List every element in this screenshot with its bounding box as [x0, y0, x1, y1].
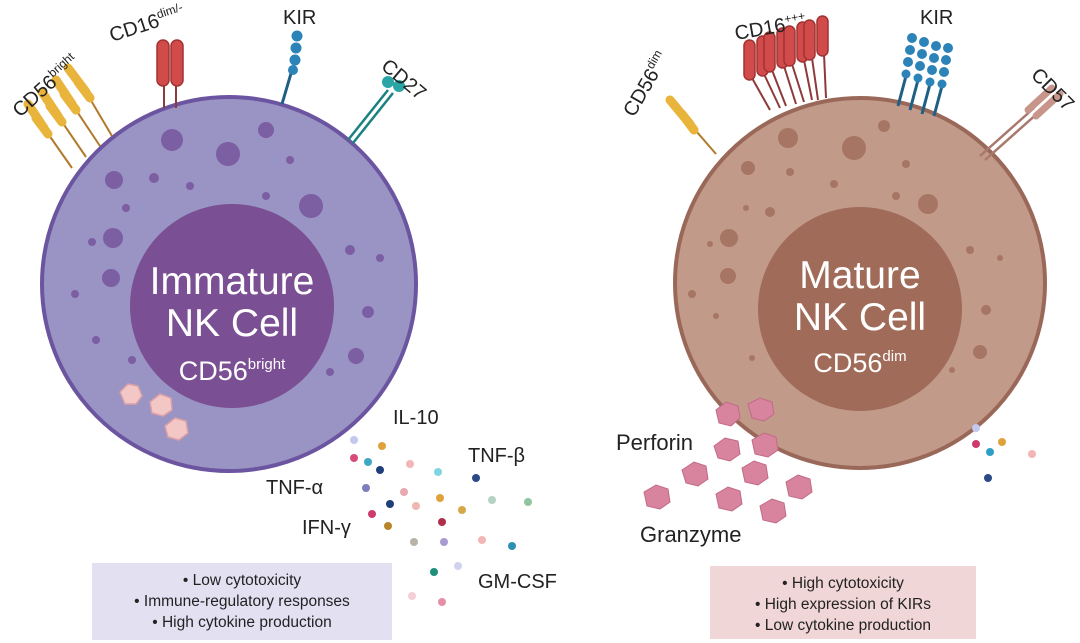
cd16-dim-receptor: [156, 39, 184, 108]
mature-summary-box: High cytotoxicity High expression of KIR…: [710, 566, 976, 639]
il10-label: IL-10: [393, 407, 439, 429]
kir-left-label: KIR: [283, 7, 316, 29]
kir-right-label: KIR: [920, 7, 953, 29]
mature-summary-item: Low cytokine production: [710, 615, 976, 636]
immature-cell-title-line1: Immature: [150, 260, 315, 303]
immature-summary-item: Low cytotoxicity: [92, 570, 392, 591]
cd27-receptor: [347, 76, 405, 144]
immature-cell-nucleus: [130, 204, 334, 408]
mature-cell-title-line2: NK Cell: [794, 296, 926, 339]
cd56-bright-receptors: [23, 63, 113, 169]
mature-cell-granules: [688, 120, 1003, 373]
mature-cell-nucleus: [758, 207, 962, 411]
mature-cell: Mature NK Cell CD56dim: [673, 96, 1047, 470]
immature-cell-granules: [71, 122, 384, 376]
kir-left-receptor: [280, 30, 303, 105]
cd56-dim-label: CD56dim: [618, 47, 674, 120]
mature-cytokine-dots: [972, 424, 1036, 482]
cd16-high-receptors: [743, 15, 829, 111]
mature-summary-item: High expression of KIRs: [710, 594, 976, 615]
cd57-receptor: [979, 84, 1064, 161]
immature-summary-item: Immune-regulatory responses: [92, 591, 392, 612]
perforin-label: Perforin: [616, 430, 693, 455]
mature-summary-item: High cytotoxicity: [710, 573, 976, 594]
cytokine-dots: [350, 436, 532, 606]
kir-right-receptors: [896, 33, 953, 117]
tnf-beta-label: TNF-β: [468, 445, 525, 467]
immature-summary-item: High cytokine production: [92, 612, 392, 633]
mature-cell-title-line1: Mature: [799, 254, 920, 297]
immature-summary-box: Low cytotoxicity Immune-regulatory respo…: [92, 563, 392, 640]
immature-cell-marker: CD56bright: [179, 356, 286, 386]
tnf-alpha-label: TNF-α: [266, 477, 323, 499]
mature-cell-marker: CD56dim: [813, 348, 906, 378]
ifn-gamma-label: IFN-γ: [302, 517, 351, 539]
granzyme-label: Granzyme: [640, 522, 741, 547]
gm-csf-label: GM-CSF: [478, 571, 557, 593]
cd56-dim-receptor: [665, 95, 717, 155]
immature-cell: Immature NK Cell CD56bright: [40, 95, 418, 473]
immature-cell-title-line2: NK Cell: [166, 302, 298, 345]
immature-cell-vesicles: [119, 383, 189, 441]
cytotoxic-granules: [643, 397, 813, 524]
